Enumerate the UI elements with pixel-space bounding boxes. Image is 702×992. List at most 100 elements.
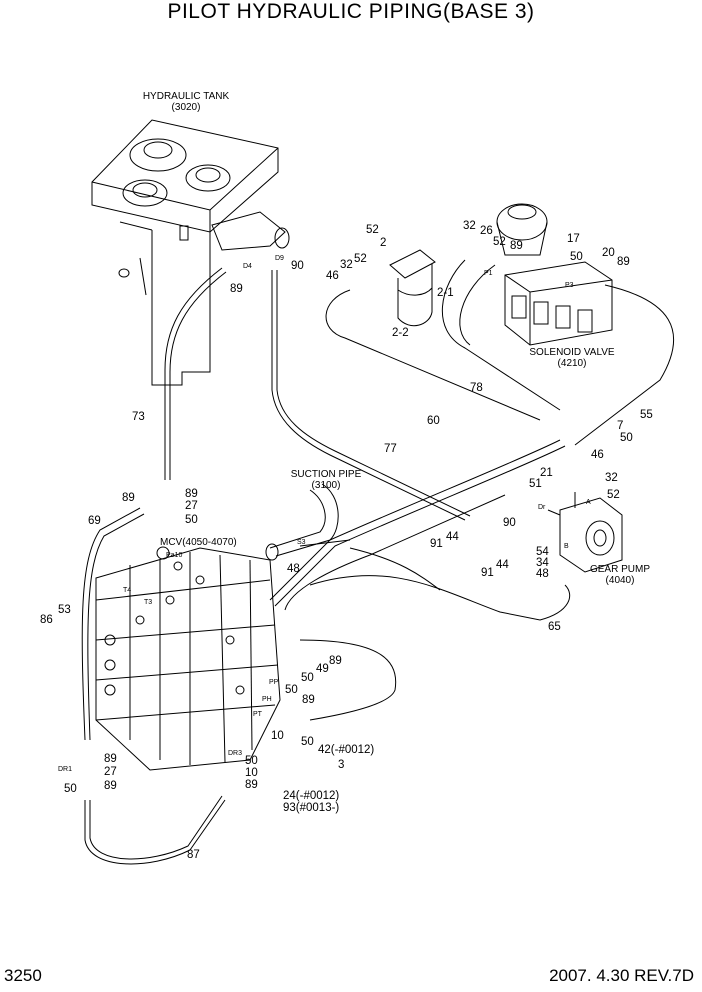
part-number: 89: [617, 256, 630, 268]
hydraulic-tank: [91, 119, 290, 386]
part-number: 46: [326, 270, 339, 282]
part-number: 44: [496, 559, 509, 571]
part-number: 26: [480, 225, 493, 237]
port-label: DR3: [228, 750, 242, 757]
port-label: PP: [269, 679, 279, 686]
part-number: 34: [536, 557, 549, 569]
part-number: 44: [446, 531, 459, 543]
part-number: 50: [185, 514, 198, 526]
part-number: 50: [301, 672, 314, 684]
part-number: 20: [602, 247, 615, 259]
part-number: 73: [132, 411, 145, 423]
part-number: 32: [463, 220, 476, 232]
part-number: 69: [88, 515, 101, 527]
port-label: A: [586, 499, 591, 506]
part-number: 50: [64, 783, 77, 795]
port-label: Pa10: [166, 552, 182, 559]
hydraulic-tank-label: HYDRAULIC TANK: [143, 91, 230, 102]
port-label: P3: [565, 282, 574, 289]
main-control-valve: [95, 546, 281, 771]
part-number: 46: [591, 449, 604, 461]
part-number: 89: [104, 753, 117, 765]
suction-pipe-label: SUCTION PIPE: [291, 469, 362, 480]
solenoid-valve: [496, 203, 613, 346]
solenoid-valve-label: SOLENOID VALVE: [529, 347, 615, 358]
part-number: 32: [605, 472, 618, 484]
part-number: 90: [503, 517, 516, 529]
port-label: PH: [262, 696, 272, 703]
part-number: 78: [470, 382, 483, 394]
part-number: 93(#0013-): [283, 802, 339, 814]
port-label: T4: [123, 587, 131, 594]
part-number: 89: [104, 780, 117, 792]
part-number: 53: [58, 604, 71, 616]
part-number: 60: [427, 415, 440, 427]
part-number: 89: [245, 779, 258, 791]
part-number: 89: [230, 283, 243, 295]
part-number: 27: [185, 500, 198, 512]
part-number: 2-1: [437, 287, 454, 299]
part-number: 24(-#0012): [283, 790, 339, 802]
part-number-labels: 52 32 2 26 52 89 17 50 20 89 90 89 46 32…: [40, 220, 653, 861]
port-label: Dr: [538, 504, 546, 511]
hoses: [81, 259, 675, 865]
part-number: 52: [493, 236, 506, 248]
port-label: D9: [275, 255, 284, 262]
part-number: 51: [529, 478, 542, 490]
part-number: 48: [287, 563, 300, 575]
part-number: 89: [185, 488, 198, 500]
part-number: 17: [567, 233, 580, 245]
part-number: 32: [340, 259, 353, 271]
part-number: 2: [380, 237, 386, 249]
part-number: 10: [271, 730, 284, 742]
part-number: 52: [354, 253, 367, 265]
part-number: 91: [430, 538, 443, 550]
line-filter: [389, 249, 436, 327]
gear-pump-code: (4040): [606, 575, 635, 586]
gear-pump-label: GEAR PUMP: [590, 564, 650, 575]
part-number: 87: [187, 849, 200, 861]
part-number: 65: [548, 621, 561, 633]
solenoid-valve-code: (4210): [558, 358, 587, 369]
part-number: 48: [536, 568, 549, 580]
part-number: 89: [122, 492, 135, 504]
part-number: 50: [301, 736, 314, 748]
part-number: 50: [285, 684, 298, 696]
part-number: 3: [338, 759, 344, 771]
part-number: 10: [245, 767, 258, 779]
port-label: T3: [144, 599, 152, 606]
part-number: 90: [291, 260, 304, 272]
hydraulic-tank-code: (3020): [172, 102, 201, 113]
part-number: 52: [366, 224, 379, 236]
mcv-label: MCV(4050-4070): [160, 537, 237, 548]
gear-pump: [547, 492, 623, 573]
part-number: 50: [620, 432, 633, 444]
part-number: 89: [329, 655, 342, 667]
part-number: 52: [607, 489, 620, 501]
part-number: 77: [384, 443, 397, 455]
part-number: 91: [481, 567, 494, 579]
port-label: PT: [253, 711, 263, 718]
suction-pipe-code: (3100): [312, 480, 341, 491]
part-number: 89: [510, 240, 523, 252]
port-label: B: [564, 543, 569, 550]
part-number: 50: [570, 251, 583, 263]
port-label: P1: [484, 270, 493, 277]
port-labels: D4 D9 P1 P3 Pa10 T4 T3 PP PH PT DR3 DR1 …: [58, 255, 591, 773]
part-number: 42(-#0012): [318, 744, 374, 756]
page-number: 3250: [4, 966, 42, 985]
part-number: 54: [536, 546, 549, 558]
page-title: PILOT HYDRAULIC PIPING(BASE 3): [167, 0, 535, 23]
part-number: 21: [540, 467, 553, 479]
component-labels: HYDRAULIC TANK (3020) SOLENOID VALVE (42…: [143, 91, 650, 586]
port-label: DR1: [58, 766, 72, 773]
part-number: 55: [640, 409, 653, 421]
part-number: 7: [617, 420, 623, 432]
part-number: 86: [40, 614, 53, 626]
part-number: 49: [316, 663, 329, 675]
part-number: 89: [302, 694, 315, 706]
part-number: 27: [104, 766, 117, 778]
port-label: D4: [243, 263, 252, 270]
